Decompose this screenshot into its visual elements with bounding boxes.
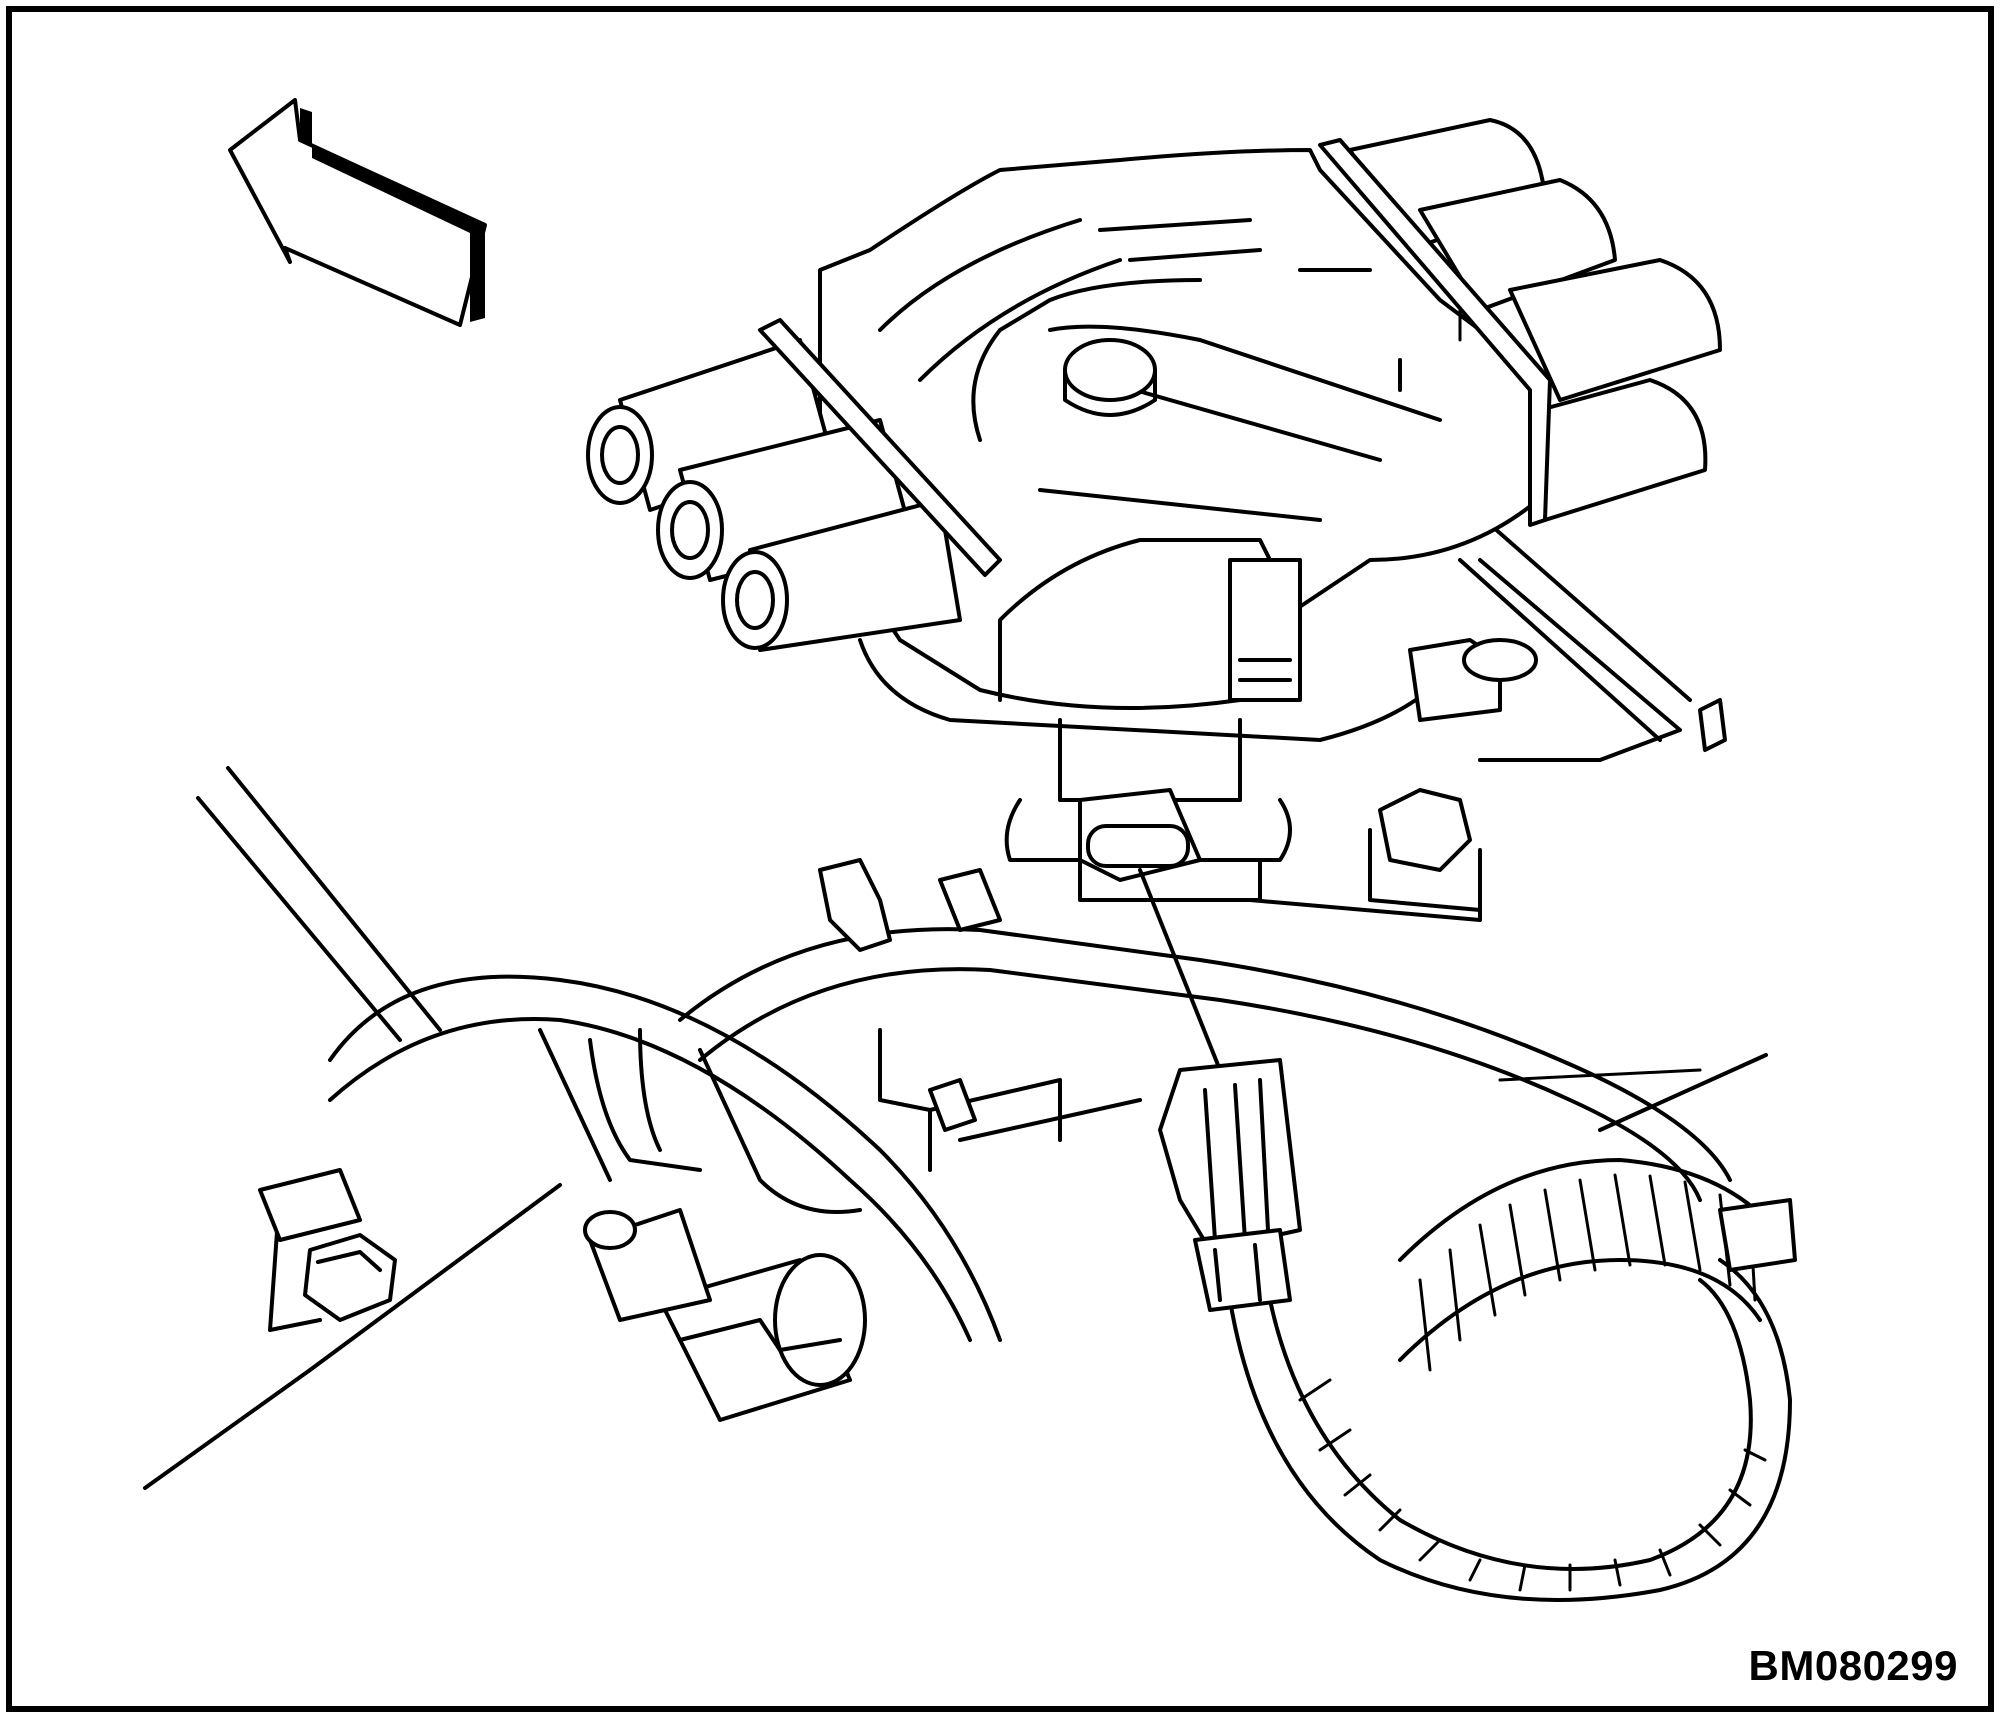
figure-frame: [6, 6, 1994, 1712]
direction-arrow-icon: [228, 98, 487, 327]
wiring-conduit: [1398, 1158, 1797, 1372]
cap-terminal-towers-left: [586, 318, 1002, 652]
figure-code: BM080299: [1748, 1642, 1958, 1689]
module-connector: [1078, 788, 1222, 1072]
engine-sensor: [583, 1208, 867, 1422]
ground-bolt: [258, 1168, 397, 1332]
wiring-harness: [328, 927, 1792, 1602]
bracket-details: [538, 858, 1142, 1214]
engine-block-lines: [143, 518, 1768, 1490]
distributor-base: [858, 558, 1727, 922]
harness-connector: [1158, 1058, 1302, 1312]
cap-terminal-towers-right: [1318, 118, 1722, 527]
